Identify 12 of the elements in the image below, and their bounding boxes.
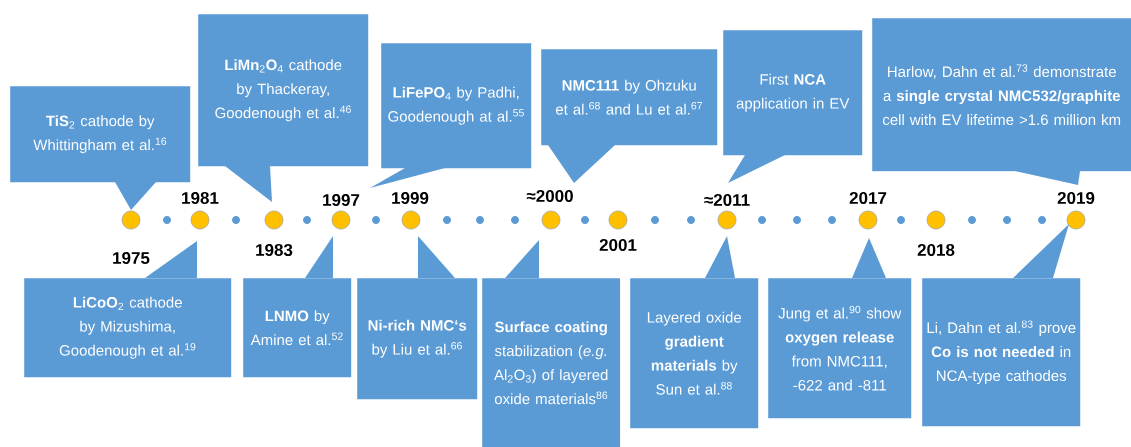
callout-box: Ni-rich NMC‘s by Liu et al.$^{66}$ [357, 236, 478, 400]
callout-box: Jung et al.$^{90}$ show oxygen release from NMC111, -622 and -811 [768, 238, 912, 419]
callout-box: Harlow, Dahn et al.$^{73}$ demonstrate a single crystal NMC532/graphite cell with EV lifetime >1.6 million km [872, 18, 1131, 185]
year-label: ≈2011 [704, 194, 750, 207]
year-label: 2019 [1057, 192, 1095, 205]
callout-box: NMC111 by Ohzuku et al.$^{68}$ and Lu et al.$^{67}$ [541, 49, 718, 183]
year-label: 2017 [849, 192, 887, 205]
year-label: 1999 [392, 192, 429, 205]
callout-box: LiFePO$_{4}$ by Padhi, Goodenough at al.$^{55}$ [370, 43, 532, 188]
year-label: 1983 [256, 243, 293, 257]
year-label: ≈2000 [526, 190, 573, 203]
callout-box: First NCA application in EV [723, 30, 863, 183]
